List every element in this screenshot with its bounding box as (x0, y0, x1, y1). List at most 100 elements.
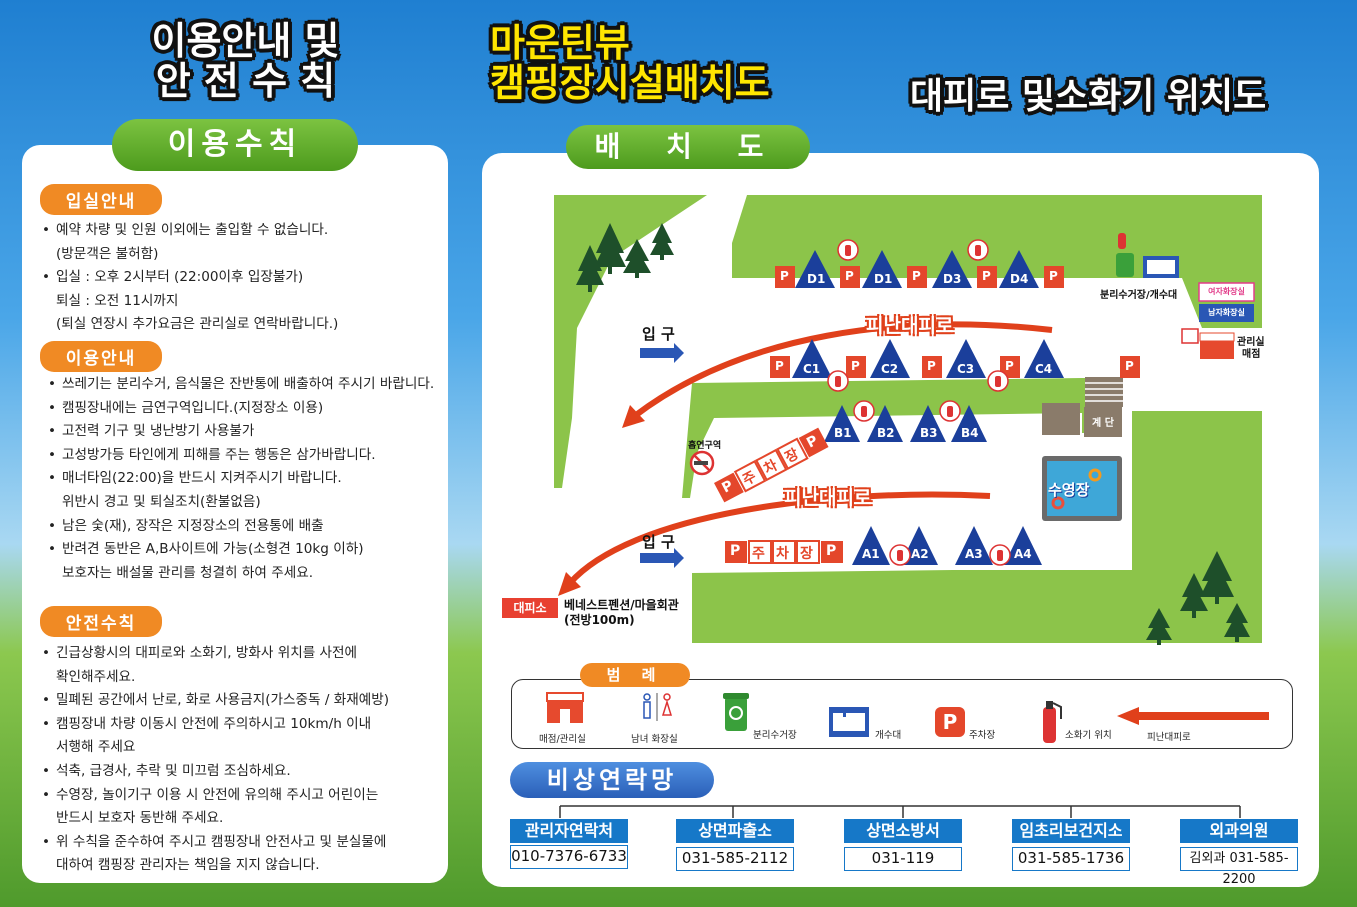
rule-line: 위 수칙을 준수하여 주시고 캠핑장내 안전사고 및 분실물에 (42, 831, 389, 855)
site-d4: D4 (1010, 272, 1029, 286)
parking-letter: P (780, 269, 789, 283)
parking-word-3: 장 (800, 546, 813, 562)
emergency-pill: 비상연락망 (510, 762, 714, 798)
fire-extinguisher-bodies (835, 245, 1003, 561)
rule-line: 캠핑장내 차량 이동시 안전에 주의하시고 10km/h 이내 (42, 713, 389, 737)
parking-letter: P (845, 269, 854, 283)
campsite-map (502, 195, 1262, 645)
left-title: 이용안내 및 안 전 수 칙 (138, 19, 353, 103)
legend-pill: 범 례 (580, 663, 690, 687)
sink-icon (829, 707, 869, 737)
rules-pill: 이용수칙 (112, 119, 358, 171)
parking-word-3: 장 (782, 446, 802, 467)
parking-letter: P (730, 543, 741, 559)
contact-title-health: 임초리보건지소 (1012, 819, 1130, 843)
center-title-line2: 캠핑장시설배치도 (490, 60, 770, 105)
parking-diagonal (714, 427, 829, 503)
women-restroom-sign (1198, 282, 1255, 302)
rule-line: 수영장, 놀이기구 이용 시 안전에 유의해 주시고 어린이는 (42, 784, 389, 808)
parking-letter: P (912, 269, 921, 283)
center-title: 마운틴뷰 캠핑장시설배치도 (490, 21, 770, 105)
trees-bottom-right (1146, 551, 1250, 645)
site-b2: B2 (877, 426, 895, 440)
parking-letter: P (804, 432, 821, 452)
rule-line: 위반시 경고 및 퇴실조치(환불없음) (62, 493, 261, 510)
contact-number-health: 031-585-1736 (1012, 847, 1130, 871)
legend-parking-label: 주차장 (969, 730, 996, 741)
section-badge-safety: 안전수칙 (40, 606, 162, 637)
rule-line: 매너타임(22:00)을 반드시 지켜주시기 바랍니다. (48, 467, 434, 491)
shelter-box (502, 598, 558, 618)
parking-letter: P (775, 359, 784, 373)
contact-title-clinic: 외과의원 (1180, 819, 1298, 843)
men-restroom-sign (1199, 304, 1254, 322)
parking-letter: P (1125, 359, 1134, 373)
site-b4: B4 (961, 426, 979, 440)
parking-word-1: 주 (740, 468, 760, 489)
site-a3: A3 (965, 547, 983, 561)
contact-number-clinic: 김외과 031-585-2200 (1180, 847, 1298, 887)
legend-evac-label: 피난대피로 (1147, 732, 1191, 743)
pool-label: 수영장 (1048, 481, 1090, 499)
parking-letter: P (982, 269, 991, 283)
left-title-line1: 이용안내 및 (151, 19, 340, 63)
evac-label-top: 피난대피로 (866, 315, 954, 337)
legend-evac: 피난대피로 (1117, 707, 1277, 743)
rule-line: 반드시 보호자 동반해 주세요. (56, 810, 224, 827)
site-d1-b: D1 (874, 272, 893, 286)
parking-word-1: 주 (752, 546, 765, 562)
section-badge-checkin: 입실안내 (40, 184, 162, 215)
grass-top-area (732, 195, 1262, 328)
stairs-block (1042, 403, 1080, 435)
legend-extinguisher: 소화기 위치 (1035, 699, 1125, 745)
rule-line: 남은 숯(재), 장작은 지정장소의 전용통에 배출 (48, 515, 434, 539)
center-title-line1: 마운틴뷰 (490, 21, 630, 65)
trees-top-left (576, 223, 674, 292)
parking-icon: P (935, 707, 965, 737)
evac-label-bottom: 피난대피로 (784, 487, 872, 509)
store-icon (546, 692, 584, 723)
fire-extinguisher-icon-top-right (1118, 233, 1126, 249)
entrance-label-top: 입 구 (642, 325, 675, 343)
legend-items: 매점/관리실 남녀 화장실 분리수거장 개수대 P 주차장 소화기 위치 피난대… (511, 679, 1293, 749)
legend-recycle: 분리수거장 (723, 691, 813, 741)
office-label-1: 관리실 (1237, 337, 1265, 348)
contact-number-manager: 010-7376-6733 (510, 845, 628, 869)
site-a2: A2 (911, 547, 929, 561)
rule-line: 확인해주세요. (56, 668, 136, 685)
contact-title-fire: 상면소방서 (844, 819, 962, 843)
parking-letter: P (927, 359, 936, 373)
right-title: 대피로 및소화기 위치도 (910, 76, 1267, 117)
rule-line: 밀폐된 공간에서 난로, 화로 사용금지(가스중독 / 화재예방) (42, 689, 389, 713)
parking-word-2: 차 (776, 546, 789, 562)
section-list-checkin: 예약 차량 및 인원 이외에는 출입할 수 없습니다.(방문객은 불허함)입실 … (42, 219, 338, 337)
site-a4: A4 (1014, 547, 1032, 561)
contact-title-manager: 관리자연락처 (510, 819, 628, 843)
pool-ring-icon (1088, 468, 1102, 482)
site-c1: C1 (803, 362, 821, 376)
section-list-usage: 쓰레기는 분리수거, 음식물은 잔반통에 배출하여 주시기 바랍니다.캠핑장내에… (48, 373, 434, 585)
rule-line: 쓰레기는 분리수거, 음식물은 잔반통에 배출하여 주시기 바랍니다. (48, 373, 434, 397)
site-c4: C4 (1035, 362, 1053, 376)
parking-horizontal (725, 540, 843, 564)
site-d1-a: D1 (807, 272, 826, 286)
stairs-lines (1085, 382, 1123, 402)
recycle-bin-icon (723, 693, 749, 731)
left-title-line2: 안 전 수 칙 (155, 58, 336, 103)
shelter-distance: (전방100m) (564, 613, 635, 627)
recycle-label: 분리수거장/개수대 (1100, 290, 1178, 301)
smoking-area-label: 흡연구역 (688, 441, 722, 451)
legend-store: 매점/관리실 (539, 691, 599, 745)
stairs-label: 계 단 (1092, 418, 1114, 429)
parking-letter: P (1005, 359, 1014, 373)
contact-tree-lines (559, 805, 1241, 818)
legend-sink: 개수대 (829, 707, 909, 741)
site-c2: C2 (881, 362, 899, 376)
stairs-label-box (1084, 407, 1122, 437)
site-b1: B1 (834, 426, 852, 440)
rule-line: 대하여 캠핑장 관리자는 책임을 지지 않습니다. (56, 857, 320, 874)
rule-line: 서행해 주세요 (56, 739, 136, 756)
entrance-arrow-bottom (640, 548, 684, 568)
rule-line: 퇴실 : 오전 11시까지 (56, 292, 179, 309)
